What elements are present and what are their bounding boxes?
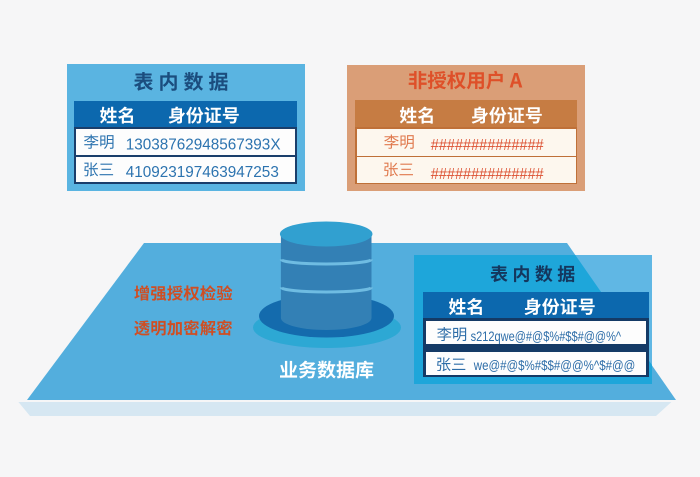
svg-text:##############: ############## xyxy=(431,166,544,183)
svg-text:s212qwe@#@$%#$$#@@%^: s212qwe@#@$%#$$#@@%^ xyxy=(471,328,622,344)
svg-text:410923197463947253: 410923197463947253 xyxy=(126,164,279,181)
svg-text:we@#@$%#$$#@@%^$#@@: we@#@$%#$$#@@%^$#@@ xyxy=(473,357,635,373)
svg-text:13038762948567393X: 13038762948567393X xyxy=(126,136,281,153)
svg-text:##############: ############## xyxy=(431,137,544,154)
